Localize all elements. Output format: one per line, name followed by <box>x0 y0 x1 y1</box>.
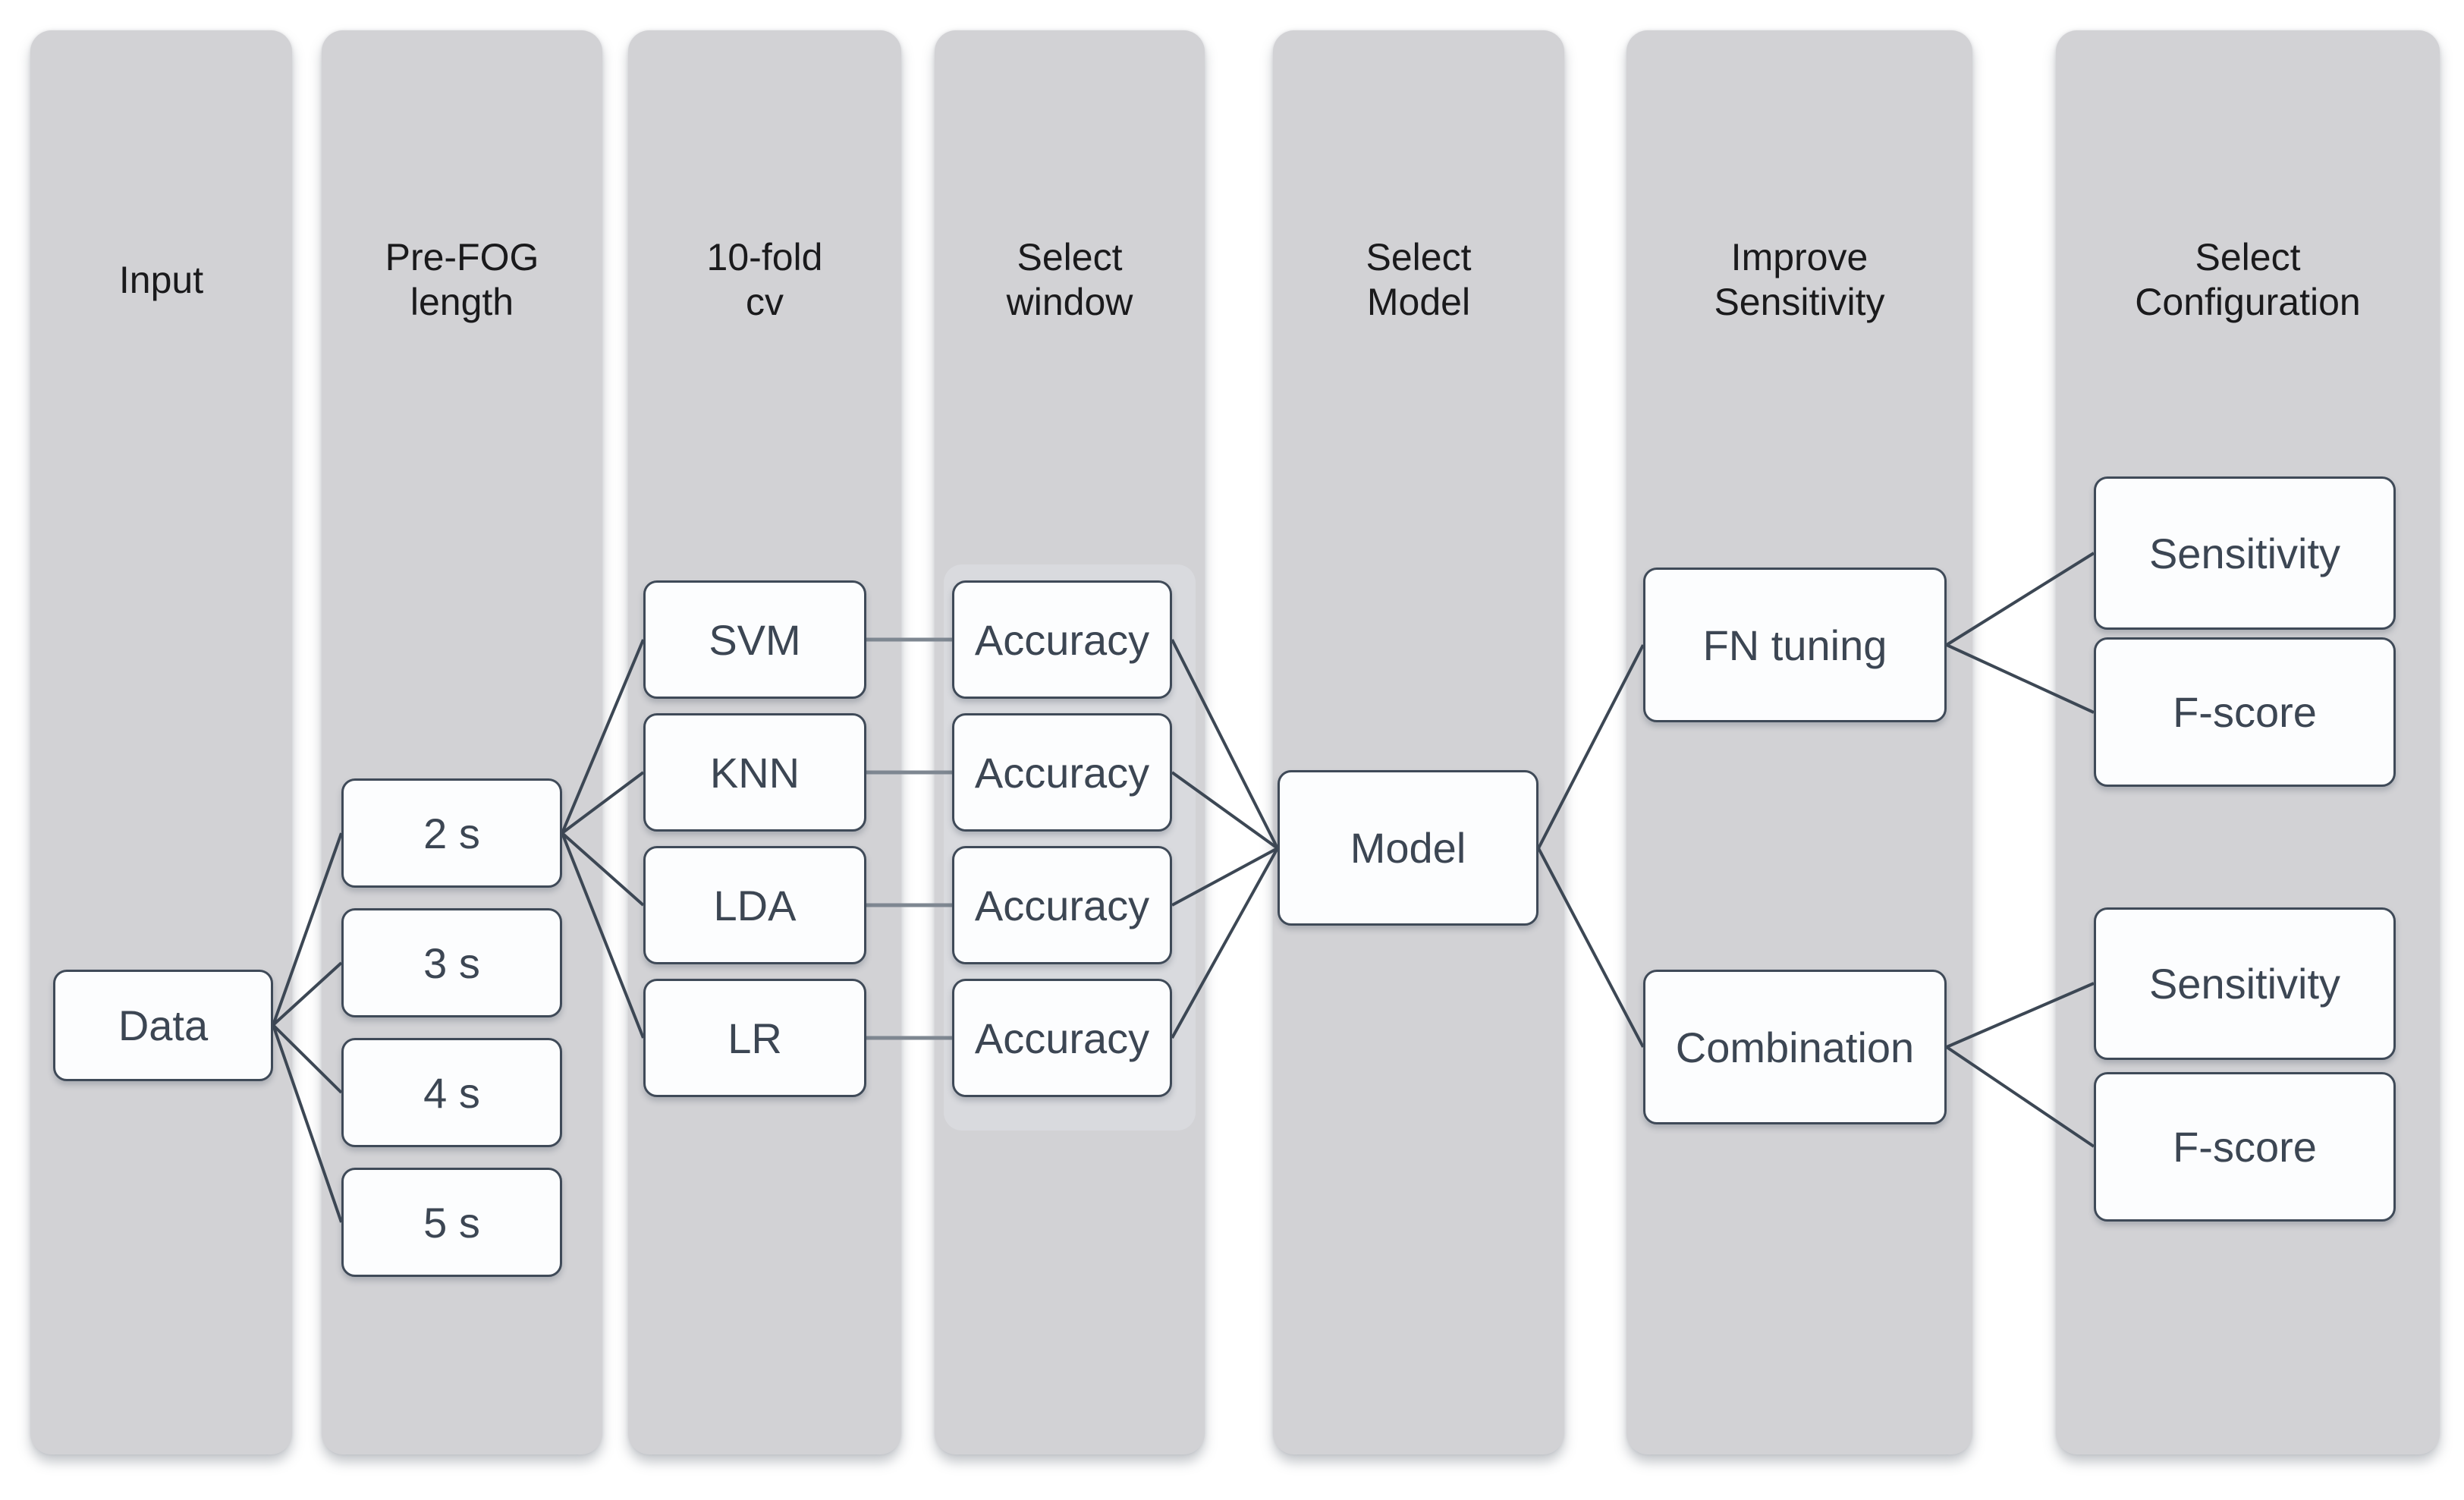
node-sensitivity-fn-label: Sensitivity <box>2148 529 2341 577</box>
node-svm-label: SVM <box>709 615 801 664</box>
edge-data-to-2s <box>272 832 343 1026</box>
column-header-improve-sensitivity: Improve Sensitivity <box>1714 236 1885 323</box>
node-3s-label: 3 s <box>423 939 480 987</box>
node-2s: 2 s <box>341 778 562 888</box>
node-lda: LDA <box>643 846 866 964</box>
column-header-10-fold-cv: 10-fold cv <box>706 236 823 323</box>
column-input: Input <box>30 30 292 1454</box>
column-improve-sensitivity: Improve Sensitivity <box>1626 30 1972 1454</box>
column-header-pre-fog-length: Pre-FOG length <box>385 236 539 323</box>
node-4s-label: 4 s <box>423 1068 480 1117</box>
edge-accuracy4-to-model <box>1171 847 1279 1039</box>
edge-combination-to-sensitivity <box>1946 982 2095 1049</box>
edge-data-to-5s <box>272 1024 343 1223</box>
node-data: Data <box>53 970 273 1081</box>
node-f-score-combination-label: F-score <box>2173 1123 2317 1171</box>
node-knn: KNN <box>643 713 866 832</box>
node-model: Model <box>1278 770 1538 926</box>
node-fn-tuning: FN tuning <box>1643 568 1947 722</box>
node-2s-label: 2 s <box>423 809 480 857</box>
node-sensitivity-fn: Sensitivity <box>2094 476 2396 630</box>
node-f-score-combination: F-score <box>2094 1072 2396 1222</box>
column-header-select-window: Select window <box>1006 236 1133 323</box>
node-5s: 5 s <box>341 1168 562 1277</box>
node-combination: Combination <box>1643 970 1947 1124</box>
node-accuracy-lda-label: Accuracy <box>974 881 1150 929</box>
node-accuracy-knn: Accuracy <box>952 713 1172 832</box>
column-header-input: Input <box>118 258 204 301</box>
node-4s: 4 s <box>341 1038 562 1147</box>
node-lr: LR <box>643 979 866 1097</box>
column-select-model: Select Model <box>1273 30 1564 1454</box>
edge-2s-to-lda <box>561 832 645 907</box>
edge-fn-tuning-to-sensitivity <box>1945 552 2095 646</box>
edge-combination-to-f-score <box>1945 1046 2095 1148</box>
node-f-score-fn: F-score <box>2094 637 2396 787</box>
edge-accuracy3-to-model <box>1171 847 1278 907</box>
node-svm: SVM <box>643 580 866 699</box>
node-accuracy-lda: Accuracy <box>952 846 1172 964</box>
node-data-label: Data <box>118 1002 209 1049</box>
node-combination-label: Combination <box>1675 1023 1915 1071</box>
node-accuracy-knn-label: Accuracy <box>974 748 1150 797</box>
node-knn-label: KNN <box>709 748 800 797</box>
node-3s: 3 s <box>341 908 562 1017</box>
node-5s-label: 5 s <box>423 1198 480 1247</box>
edge-2s-to-knn <box>561 771 645 835</box>
node-sensitivity-combination: Sensitivity <box>2094 907 2396 1060</box>
node-lr-label: LR <box>728 1014 782 1062</box>
node-accuracy-lr: Accuracy <box>952 979 1172 1097</box>
node-f-score-fn-label: F-score <box>2173 688 2317 736</box>
edge-accuracy2-to-model <box>1171 771 1279 850</box>
node-model-label: Model <box>1350 824 1466 872</box>
edge-fn-tuning-to-f-score <box>1946 643 2095 714</box>
node-fn-tuning-label: FN tuning <box>1702 621 1887 669</box>
edge-accuracy1-to-model <box>1171 639 1279 849</box>
edge-model-to-fn-tuning <box>1537 644 1645 849</box>
node-accuracy-lr-label: Accuracy <box>974 1014 1150 1062</box>
node-sensitivity-combination-label: Sensitivity <box>2148 960 2341 1008</box>
edge-model-to-combination <box>1537 847 1645 1048</box>
edge-2s-to-svm <box>561 639 645 834</box>
edge-data-to-3s <box>272 961 343 1027</box>
column-header-select-model: Select Model <box>1366 236 1472 323</box>
edge-2s-to-lr <box>561 832 645 1039</box>
edge-data-to-4s <box>272 1024 343 1094</box>
node-accuracy-svm: Accuracy <box>952 580 1172 699</box>
node-accuracy-svm-label: Accuracy <box>974 615 1150 664</box>
column-header-select-configuration: Select Configuration <box>2135 236 2361 323</box>
node-lda-label: LDA <box>713 881 797 929</box>
